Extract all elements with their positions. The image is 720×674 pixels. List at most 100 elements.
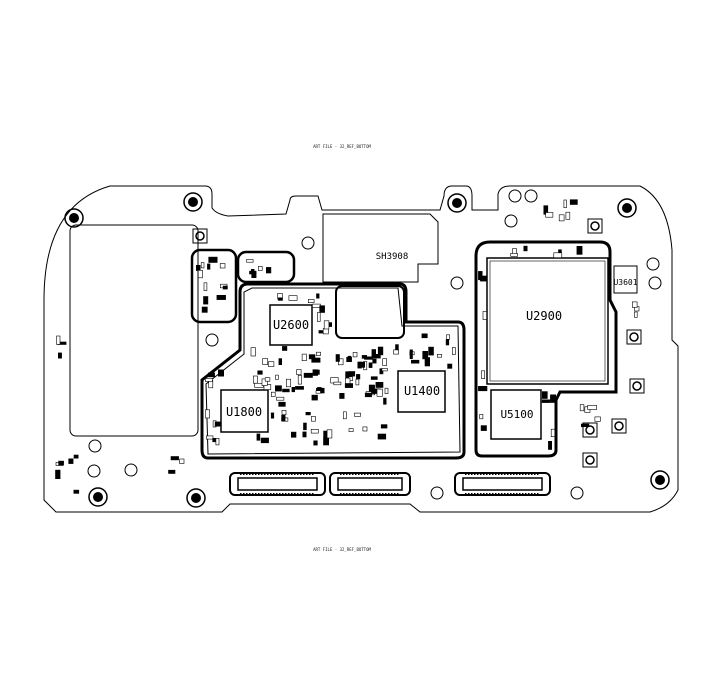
passive-component [355,378,360,386]
connector-pin [270,493,272,496]
connector-body [454,472,551,496]
passive-component [541,399,551,403]
connector-pin [306,493,308,496]
passive-component [421,333,428,339]
connector-pin [501,493,503,496]
connector-pin [355,472,357,475]
passive-component [550,428,556,438]
passive-component [302,431,307,438]
passive-component [307,299,315,303]
connector-pin [474,493,476,496]
connector-pin [261,472,263,475]
passive-component [343,411,347,420]
passive-component [553,252,563,259]
connector-pin [394,493,396,496]
ic-u1800: U1800 [220,389,269,433]
connector-pin [343,493,345,496]
connector-pin [243,472,245,475]
passive-component [382,358,388,366]
right-shield [474,240,618,458]
passive-component [315,351,321,356]
sh3908-label: SH3908 [376,252,409,262]
connector-pin [373,472,375,475]
connector-pin [358,472,360,475]
passive-component [311,416,316,422]
rf-connector-center [585,425,595,435]
rf-connector [587,218,603,234]
passive-component [275,374,279,380]
passive-component [208,256,218,263]
connector-pin [537,493,539,496]
passive-component [257,370,263,375]
passive-component [370,376,378,380]
connector-pin [306,472,308,475]
passive-component [219,263,226,269]
passive-component [634,311,638,318]
u1400-label: U1400 [404,384,440,398]
passive-component [197,269,203,279]
connector-pin [361,472,363,475]
passive-component [480,275,487,282]
passive-component [310,428,319,434]
passive-component [316,293,320,299]
passive-component [352,352,358,358]
rf-connector [192,228,208,244]
passive-component [288,295,298,301]
passive-component [201,306,208,313]
connector-pin [388,472,390,475]
passive-component [274,385,282,392]
connector-pin [531,493,533,496]
passive-component [317,312,321,322]
connector-pin [355,493,357,496]
passive-component [303,422,307,431]
passive-component [479,414,484,420]
connector-pin [285,493,287,496]
connector-pin [480,493,482,496]
passive-component [261,378,268,386]
connector-pin [531,472,533,475]
passive-component [200,262,205,269]
passive-component [278,297,283,301]
connector-pin [477,472,479,475]
passive-component [301,353,307,362]
passive-component [339,392,345,399]
connector-pin [477,493,479,496]
passive-component [335,354,340,362]
rf-connector-center [590,221,600,231]
rf-connector-center [585,455,595,465]
connector-pin [282,472,284,475]
connector-pin [504,493,506,496]
connector-pin [367,493,369,496]
passive-component [380,424,388,429]
passive-component [480,425,487,431]
connector-pin [516,493,518,496]
mounting-hole [504,214,518,228]
connector-pin [349,493,351,496]
passive-component [205,378,213,382]
connector-pin [525,472,527,475]
passive-component [452,347,456,355]
passive-component [569,199,578,205]
connector-pin [267,472,269,475]
connector-pin [255,493,257,496]
u2900-label: U2900 [526,309,562,323]
passive-component [196,264,201,271]
passive-component [348,428,354,432]
connector-pin [258,493,260,496]
connector-pin [294,493,296,496]
connector-pin [513,472,515,475]
connector-pin [243,493,245,496]
connector-pin [373,493,375,496]
screw-pad [617,198,637,218]
connector-pin [498,493,500,496]
connector-pin [288,472,290,475]
passive-component [315,390,321,394]
u3601-label: U3601 [613,278,637,287]
passive-component [523,245,528,252]
connector-pin [397,493,399,496]
connector-pin [537,472,539,475]
connector-pin [312,493,314,496]
connector-pin [379,472,381,475]
passive-component [207,263,211,270]
passive-component [558,214,565,222]
